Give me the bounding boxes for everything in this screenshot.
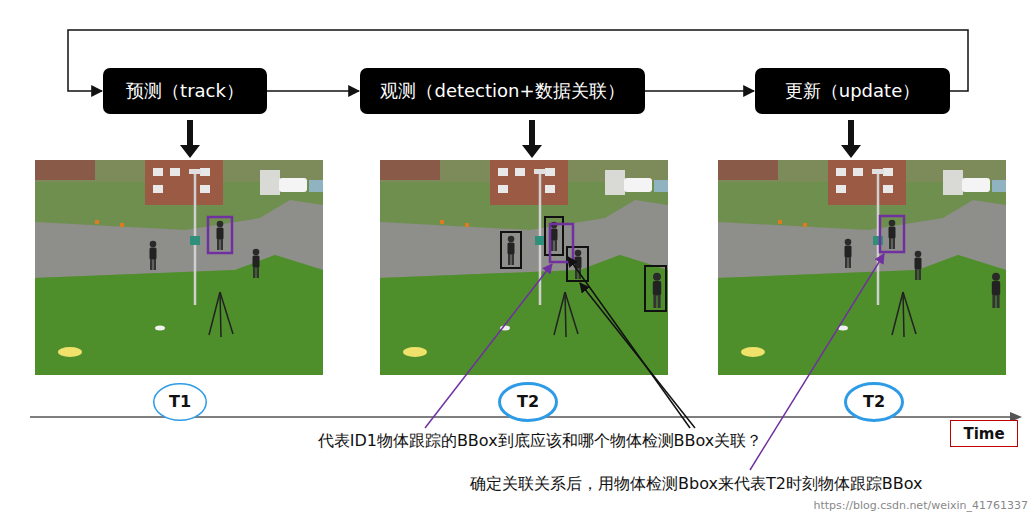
person [992,273,1000,308]
time-ellipse: T1 [153,383,207,421]
ellipse-outline [500,384,557,421]
scene-image [380,160,668,375]
down-arrow [841,145,861,158]
leader-line [568,257,690,428]
process-box: 观测（detection+数据关联） [360,68,645,114]
annotation-note: 代表ID1物体跟踪的BBox到底应该和哪个物体检测BBox关联？ [318,431,763,451]
leader-line [580,283,695,428]
down-arrow [848,120,854,146]
leader-line [750,254,884,470]
photo [35,160,323,375]
step-label: 预测（track） [126,80,244,102]
step-label: 观测（detection+数据关联） [380,80,624,102]
ellipse-outline [154,384,207,421]
watermark: https://blog.csdn.net/weixin_41761337 [813,499,1028,513]
person [508,236,515,265]
detection-bbox [501,232,521,268]
down-arrow [529,120,535,146]
detection-bbox [545,217,563,255]
person [253,249,260,278]
detection-bbox [567,247,588,281]
scene-image [718,160,1006,375]
leader-line [425,264,552,428]
tracking-bbox [550,224,573,262]
person [150,241,157,270]
person [845,239,852,268]
annotation-note: 确定关联关系后，用物体检测Bbox来代表T2时刻物体跟踪BBox [470,474,923,494]
person [915,251,922,280]
time-label: T2 [517,392,539,411]
tracking-bbox [208,217,232,253]
flow-arrow [267,90,359,92]
person [551,222,558,251]
time-label: T1 [169,392,191,411]
person [889,220,896,249]
process-box: 预测（track） [103,68,267,114]
photo [718,160,1006,375]
down-arrows [180,120,861,158]
scene-image [35,160,323,375]
detection-bbox [645,266,666,311]
photo [380,160,668,375]
tracking-bbox [880,216,904,252]
time-ellipse: T2 [844,382,904,422]
axis-label: Time [963,425,1004,443]
flow-arrow [645,90,754,92]
down-arrow [180,145,200,158]
person [217,221,224,250]
down-arrow [187,120,193,146]
time-ellipse: T2 [498,382,558,422]
axis-tag: Time [950,420,1018,447]
time-label: T2 [863,392,885,411]
down-arrow [522,145,542,158]
process-box: 更新（update） [755,68,950,114]
step-label: 更新（update） [785,80,920,102]
person [653,273,661,308]
ellipse-outline [846,384,903,421]
